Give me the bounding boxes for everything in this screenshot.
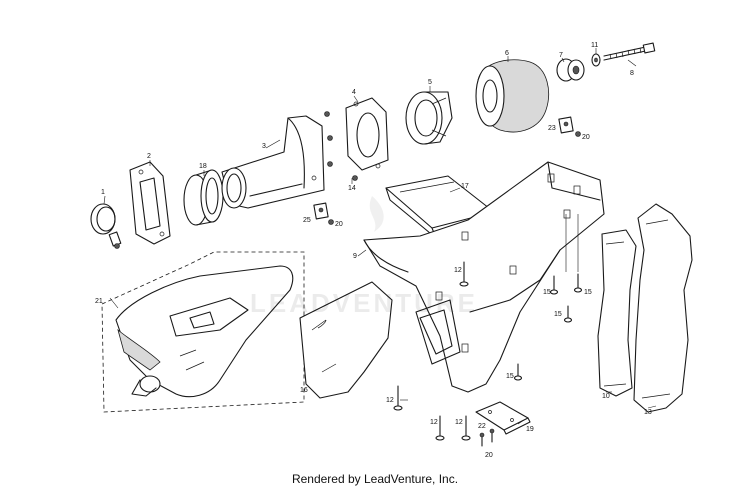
callout-3: 3 — [262, 143, 266, 150]
callout-15-d: 15 — [506, 373, 514, 380]
part-cap-nut[interactable] — [556, 58, 585, 82]
part-panel-10[interactable] — [597, 229, 637, 397]
bolts-12[interactable] — [393, 261, 471, 441]
callout-15-c: 15 — [554, 311, 562, 318]
callout-6: 6 — [505, 50, 509, 57]
part-bracket-23-upper[interactable] — [558, 116, 581, 137]
callout-20-upper: 20 — [582, 134, 590, 141]
callout-16: 16 — [300, 387, 308, 394]
watermark-text: LEADVENTURE — [250, 288, 479, 318]
part-washer[interactable] — [591, 53, 601, 67]
part-panel-13[interactable] — [633, 203, 693, 413]
callout-15-a: 15 — [543, 289, 551, 296]
part-filter-element[interactable] — [475, 59, 549, 133]
part-airbox-body[interactable] — [363, 161, 605, 393]
callout-13: 13 — [644, 409, 652, 416]
callout-10: 10 — [602, 393, 610, 400]
callout-23-upper: 23 — [548, 125, 556, 132]
small-screws-4[interactable] — [324, 111, 358, 181]
callout-9: 9 — [353, 253, 357, 260]
callout-22: 22 — [478, 423, 486, 430]
small-screws-20-bottom[interactable] — [479, 428, 495, 447]
part-side-panel-16[interactable] — [299, 281, 393, 399]
bolts-15[interactable] — [513, 214, 583, 381]
callout-15-b: 15 — [584, 289, 592, 296]
part-rubber-coupler[interactable] — [183, 169, 224, 226]
callout-11: 11 — [591, 42, 598, 49]
callout-12-mid: 12 — [430, 419, 438, 426]
callout-17: 17 — [461, 183, 469, 190]
callout-12-top: 12 — [454, 267, 462, 274]
callout-2: 2 — [147, 153, 151, 160]
part-side-cover-inset[interactable] — [101, 251, 305, 413]
callout-20-bottom: 20 — [485, 452, 493, 459]
callout-19: 19 — [526, 426, 534, 433]
callout-labels: 1 2 18 3 4 5 6 7 11 8 23 20 14 25 20 17 … — [95, 42, 652, 459]
part-bracket-25-lower[interactable] — [313, 202, 334, 225]
callout-18: 18 — [199, 163, 207, 170]
callout-5: 5 — [428, 79, 432, 86]
watermark-flame — [369, 196, 384, 232]
leader-lines — [103, 48, 657, 425]
callout-12-left: 12 — [386, 397, 394, 404]
footer-credit: Rendered by LeadVenture, Inc. — [291, 472, 459, 486]
part-filter-cage[interactable] — [405, 91, 453, 145]
callout-7: 7 — [559, 52, 563, 59]
callout-14: 14 — [348, 185, 356, 192]
part-intake-duct[interactable] — [221, 115, 325, 209]
part-plate-19[interactable] — [475, 401, 531, 435]
callout-25: 25 — [303, 217, 311, 224]
callout-1: 1 — [101, 189, 105, 196]
part-hose-clamp[interactable] — [90, 203, 122, 249]
callout-21: 21 — [95, 298, 103, 305]
callout-4: 4 — [352, 89, 356, 96]
callout-12-right: 12 — [455, 419, 463, 426]
part-gasket-plate[interactable] — [129, 161, 171, 245]
callout-8: 8 — [630, 70, 634, 77]
callout-20-mid: 20 — [335, 221, 343, 228]
part-threaded-rod[interactable] — [603, 42, 656, 61]
part-flange-plate[interactable] — [345, 97, 389, 171]
